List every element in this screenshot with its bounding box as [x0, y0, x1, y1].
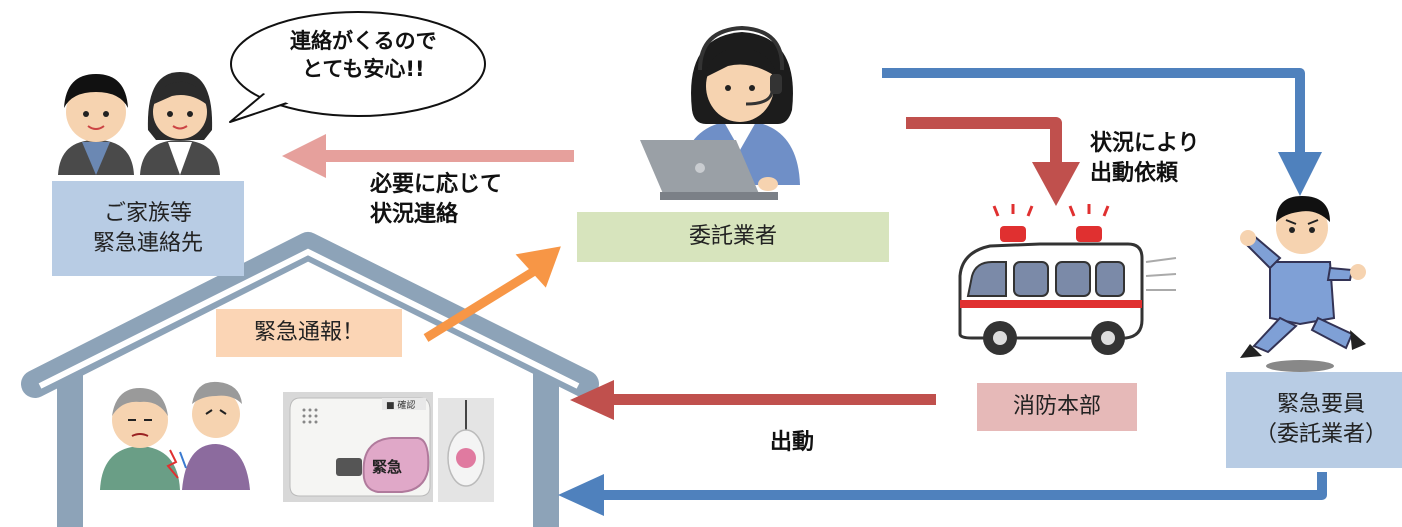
situation-contact-line-1: 必要に応じて [370, 172, 503, 197]
speech-bubble-text: 連絡がくるので とても安心!! [290, 27, 437, 84]
orange-arrow-to-contractor [423, 246, 561, 342]
family-couple-icon [58, 72, 220, 175]
alarm-device-icon [283, 392, 433, 502]
dispatch-label: 出動 [770, 430, 815, 455]
responder-box-line-2: （委託業者） [1254, 422, 1387, 447]
speech-bubble-line-2: とても安心!! [302, 57, 425, 82]
family-box-line-2: 緊急連絡先 [92, 230, 203, 256]
ambulance-icon [958, 204, 1177, 355]
fire-department-box: 消防本部 [977, 383, 1137, 431]
emergency-alarm-box: 緊急通報！ [216, 309, 402, 357]
emergency-alarm-label: 緊急通報！ [253, 320, 364, 346]
situation-contact-label: 必要に応じて 状況連絡 [370, 170, 502, 229]
family-box-line-1: ご家族等 [103, 200, 192, 226]
running-worker-icon [1240, 196, 1366, 372]
blue-arrow-to-responder [882, 68, 1322, 196]
responder-box: 緊急要員 （委託業者） [1226, 372, 1402, 468]
device-corner-label: ■ 確認 [386, 401, 416, 411]
responder-box-line-1: 緊急要員 [1276, 392, 1365, 418]
dispatch-request-label: 状況により 出動依頼 [1090, 129, 1200, 188]
elderly-couple-icon [98, 380, 260, 492]
speech-bubble [229, 11, 486, 123]
house-outline [21, 232, 599, 527]
device-button-label: 緊急 [372, 458, 403, 476]
dispatch-request-line-2: 出動依頼 [1090, 160, 1179, 186]
dispatch-request-line-1: 状況により [1090, 131, 1200, 156]
family-contact-box: ご家族等 緊急連絡先 [52, 181, 244, 276]
speech-bubble-line-1: 連絡がくるので [290, 29, 437, 53]
situation-contact-line-2: 状況連絡 [370, 201, 459, 227]
pendant-button-icon [438, 398, 494, 502]
operator-icon [640, 25, 800, 200]
contractor-box: 委託業者 [577, 212, 889, 262]
contractor-box-label: 委託業者 [688, 224, 777, 250]
red-arrow-to-fire-dept [906, 117, 1080, 206]
red-arrow-to-house [570, 380, 936, 420]
fire-department-label: 消防本部 [1012, 394, 1101, 420]
pink-arrow-to-family [282, 134, 574, 178]
blue-arrow-to-house [558, 472, 1327, 516]
